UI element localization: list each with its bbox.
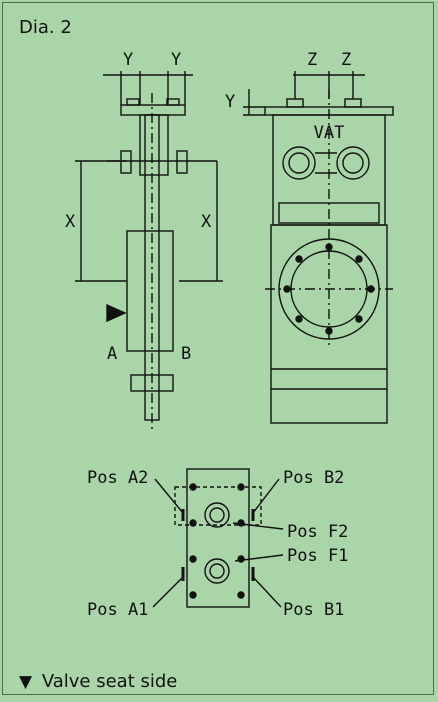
- pos-b1-label: Pos B1: [283, 600, 344, 620]
- valve-drawing: VAT: [65, 50, 394, 620]
- position-view: [152, 468, 284, 608]
- pos-f1-label: Pos F1: [287, 546, 348, 566]
- side-a-label: A: [107, 344, 117, 364]
- diagram-frame: Dia. 2: [2, 2, 434, 695]
- vat-logo: VAT: [314, 123, 345, 143]
- legend-text: Valve seat side: [41, 671, 178, 692]
- pos-a1-label: Pos A1: [87, 600, 148, 620]
- diagram-title: Dia. 2: [19, 17, 72, 38]
- dim-x-left: X: [65, 212, 76, 232]
- dim-x-right: X: [201, 212, 212, 232]
- dim-y-left-2: Y: [171, 50, 181, 70]
- dim-y-right: Y: [225, 92, 235, 112]
- pos-f2-label: Pos F2: [287, 522, 348, 542]
- dim-z-left: Z: [307, 50, 317, 70]
- valve-seat-triangle-icon: ▼: [19, 672, 33, 692]
- dim-y-left: Y: [123, 50, 133, 70]
- side-view: [75, 71, 223, 433]
- legend: ▼ Valve seat side: [19, 671, 177, 692]
- pos-b2-label: Pos B2: [283, 468, 344, 488]
- side-b-label: B: [181, 344, 191, 364]
- pos-a2-label: Pos A2: [87, 468, 148, 488]
- dim-z-right: Z: [341, 50, 351, 70]
- front-view: VAT: [243, 71, 394, 424]
